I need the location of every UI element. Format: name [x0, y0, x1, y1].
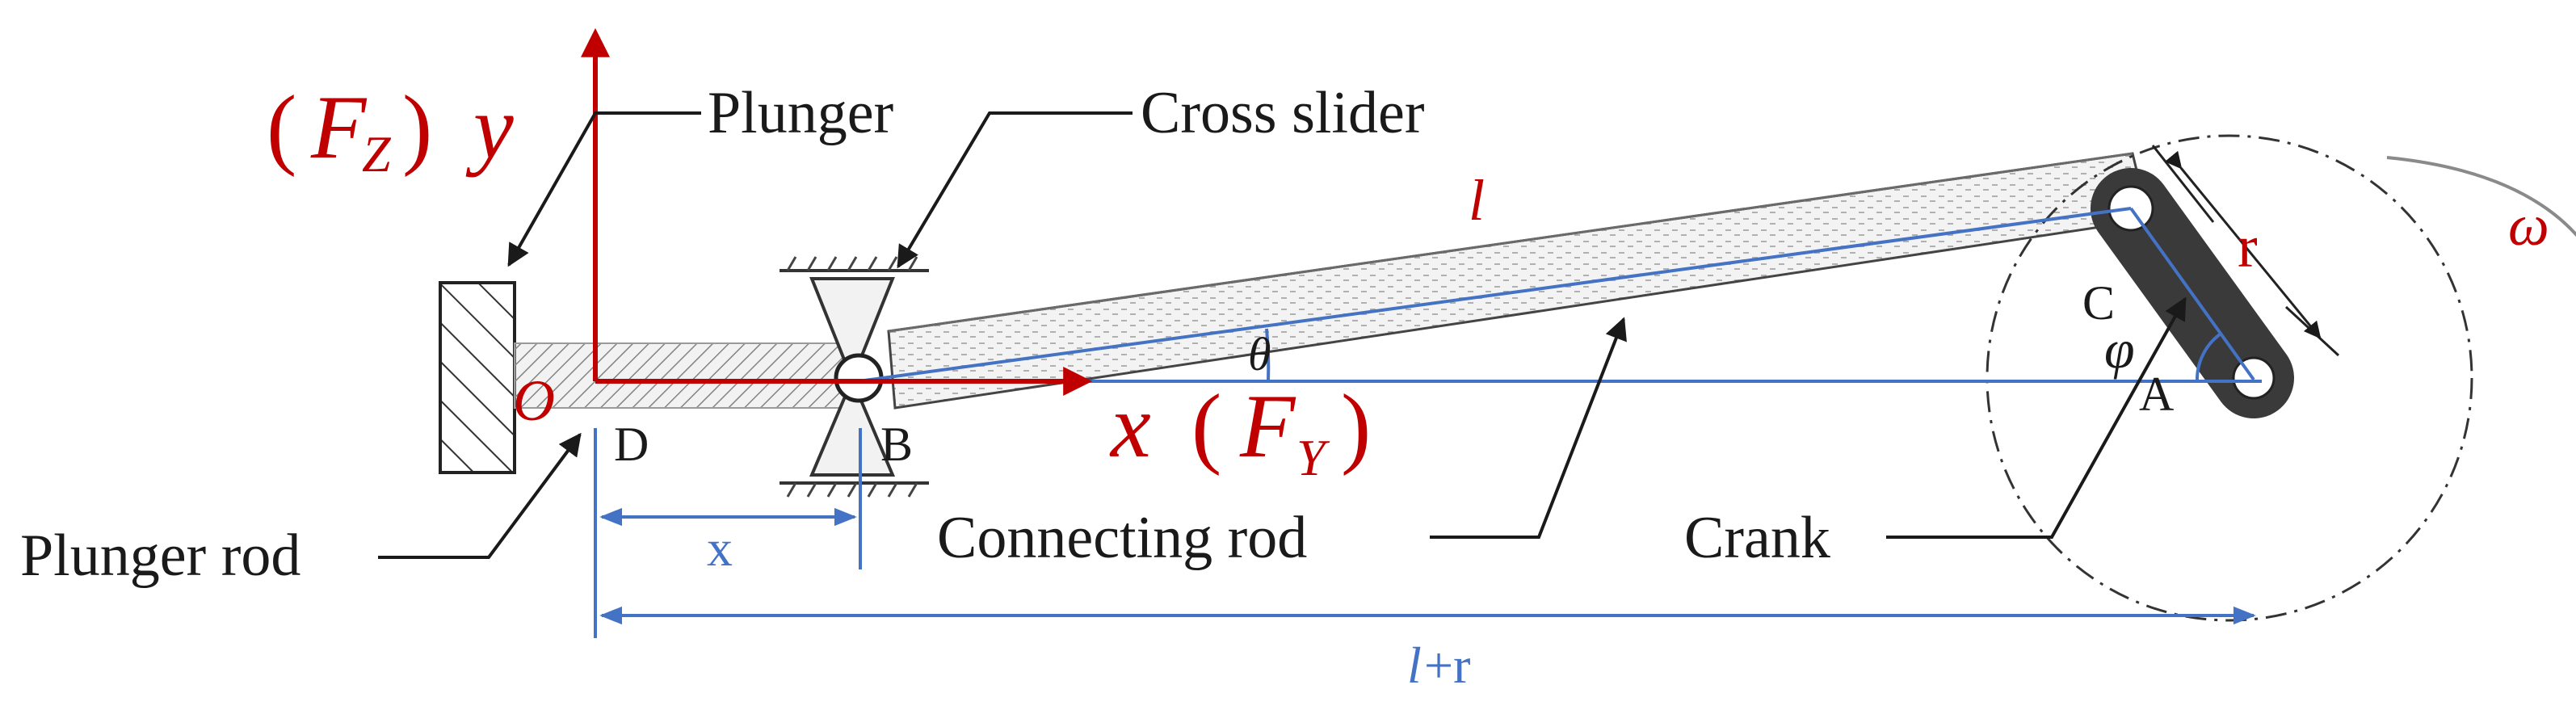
label-total-length: l +r	[1407, 636, 1470, 694]
y-axis-label: ( F Z ) y	[267, 78, 514, 183]
svg-text:l: l	[1407, 636, 1422, 694]
point-a: A	[2139, 368, 2174, 421]
point-d: D	[614, 418, 649, 471]
label-crank: Crank	[1684, 505, 1830, 571]
crank-radius-dimension	[2151, 145, 2340, 357]
label-cross-slider: Cross slider	[1141, 80, 1425, 146]
point-c: C	[2082, 276, 2115, 330]
svg-text:): )	[402, 78, 432, 178]
svg-text:F: F	[1239, 376, 1296, 477]
svg-text:y: y	[465, 78, 514, 178]
label-rod-length: l	[1469, 168, 1485, 233]
svg-text:(: (	[1191, 376, 1221, 477]
leader-lines	[378, 111, 2187, 559]
svg-text:x: x	[1109, 376, 1151, 477]
coordinate-axes	[581, 27, 1093, 396]
label-phi: φ	[2104, 318, 2135, 380]
svg-text:Y: Y	[1296, 429, 1330, 486]
dimension-lines	[594, 428, 2256, 638]
svg-text:): )	[1341, 376, 1371, 477]
label-plunger-rod: Plunger rod	[20, 523, 300, 589]
plunger-rod	[514, 342, 855, 409]
svg-text:F: F	[310, 78, 368, 178]
label-theta: θ	[1248, 328, 1271, 380]
rotation-arrow-icon	[2386, 156, 2576, 237]
svg-text:(: (	[267, 78, 296, 178]
connecting-rod	[887, 152, 2150, 410]
svg-text:+r: +r	[1424, 636, 1470, 694]
plunger	[439, 281, 516, 474]
label-plunger: Plunger	[708, 80, 893, 146]
svg-text:Z: Z	[362, 125, 392, 183]
point-o: O	[513, 368, 555, 433]
point-b: B	[880, 418, 913, 471]
label-crank-radius: r	[2238, 214, 2258, 280]
x-axis-label: x ( F Y )	[1109, 376, 1371, 486]
label-displacement-x: x	[707, 519, 733, 577]
label-omega: ω	[2508, 193, 2549, 258]
cross-slider	[780, 256, 929, 498]
label-connecting-rod: Connecting rod	[937, 505, 1307, 571]
